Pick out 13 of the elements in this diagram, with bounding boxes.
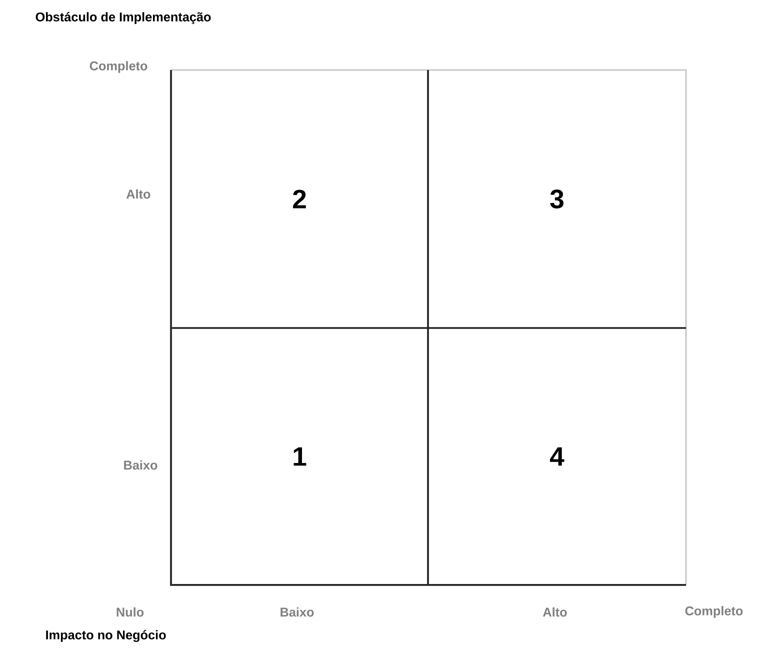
quadrant-number: 3: [550, 190, 564, 208]
tick-label: Nulo: [116, 607, 144, 617]
tick-label: Alto: [543, 607, 567, 617]
quadrant-number: 2: [293, 190, 306, 208]
tick-label: Completo: [90, 61, 148, 73]
axis-title: Impacto no Negócio: [46, 630, 166, 642]
quadrant-number: 1: [294, 447, 306, 466]
tick-label: Baixo: [124, 460, 158, 470]
tick-label: Alto: [126, 189, 150, 199]
tick-label: Completo: [685, 606, 743, 618]
axis-title: Obstáculo de Implementação: [36, 12, 211, 24]
tick-label: Baixo: [280, 607, 314, 617]
quadrant-number: 4: [550, 447, 564, 466]
